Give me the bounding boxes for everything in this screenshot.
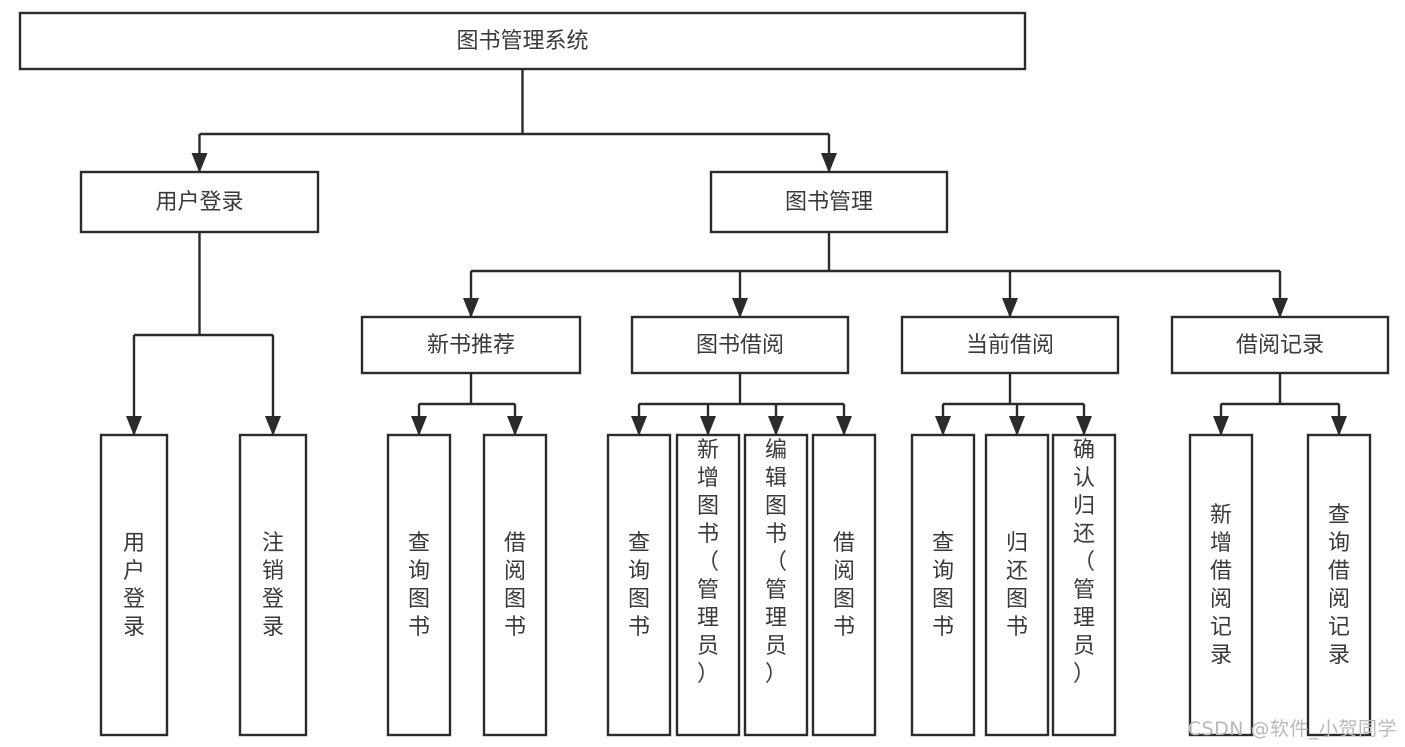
node-box-root: [18, 11, 1027, 71]
node-label-leaf-edit-book: 编辑图书（管理员）: [765, 438, 787, 687]
node-leaf-query-book-current[interactable]: 查询图书: [910, 433, 976, 737]
node-leaf-return-book[interactable]: 归还图书: [984, 433, 1050, 737]
connector-layer: [126, 69, 1347, 436]
node-box-leaf-logout: [238, 433, 308, 737]
node-leaf-confirm-return[interactable]: 确认归还（管理员）: [1051, 433, 1117, 737]
arrow-head-borrow-record: [1272, 298, 1288, 318]
node-root[interactable]: 图书管理系统: [18, 11, 1027, 71]
node-leaf-logout[interactable]: 注销登录: [238, 433, 308, 737]
arrow-head-leaf-add-book: [700, 416, 716, 436]
node-box-book-borrow: [630, 315, 850, 375]
node-box-user-login: [79, 170, 320, 234]
node-box-book-management: [709, 170, 949, 234]
node-book-management[interactable]: 图书管理: [709, 170, 949, 234]
arrow-head-leaf-add-borrow-record: [1213, 416, 1229, 436]
node-layer: 图书管理系统用户登录图书管理新书推荐图书借阅当前借阅借阅记录用户登录注销登录查询…: [18, 11, 1390, 737]
arrow-head-book-borrow: [732, 298, 748, 318]
node-box-leaf-add-book: [675, 433, 741, 737]
node-label-book-management: 图书管理: [785, 190, 873, 215]
arrow-head-leaf-user-login: [126, 416, 142, 436]
node-label-book-borrow: 图书借阅: [696, 333, 784, 358]
node-label-leaf-query-book-current: 查询图书: [932, 531, 954, 640]
node-box-leaf-edit-book: [743, 433, 809, 737]
arrow-head-leaf-confirm-return: [1076, 416, 1092, 436]
node-leaf-query-book-borrow[interactable]: 查询图书: [606, 433, 672, 737]
node-box-leaf-borrow-book: [811, 433, 877, 737]
node-leaf-add-book[interactable]: 新增图书（管理员）: [675, 433, 741, 737]
csdn-watermark: CSDN @软件_小贺同学: [1187, 718, 1397, 740]
node-new-book-recommend[interactable]: 新书推荐: [360, 315, 582, 375]
arrow-head-new-book-recommend: [463, 298, 479, 318]
node-leaf-borrow-book-recommend[interactable]: 借阅图书: [482, 433, 548, 737]
node-leaf-query-borrow-record[interactable]: 查询借阅记录: [1306, 433, 1372, 737]
node-leaf-borrow-book[interactable]: 借阅图书: [811, 433, 877, 737]
node-label-user-login: 用户登录: [155, 190, 243, 215]
arrow-head-leaf-edit-book: [768, 416, 784, 436]
node-box-borrow-record: [1170, 315, 1390, 375]
node-box-leaf-query-book-recommend: [386, 433, 452, 737]
arrow-head-leaf-query-book-borrow: [631, 416, 647, 436]
node-label-new-book-recommend: 新书推荐: [427, 333, 515, 358]
node-borrow-record[interactable]: 借阅记录: [1170, 315, 1390, 375]
arrow-head-current-borrow: [1002, 298, 1018, 318]
node-leaf-user-login[interactable]: 用户登录: [99, 433, 169, 737]
node-box-leaf-confirm-return: [1051, 433, 1117, 737]
node-label-current-borrow: 当前借阅: [966, 333, 1054, 358]
node-box-leaf-query-borrow-record: [1306, 433, 1372, 737]
arrow-head-leaf-query-book-current: [935, 416, 951, 436]
arrow-head-leaf-borrow-book-recommend: [507, 416, 523, 436]
node-label-leaf-confirm-return: 确认归还（管理员）: [1073, 438, 1095, 687]
arrow-head-book-management: [821, 153, 837, 173]
node-label-root: 图书管理系统: [456, 29, 588, 54]
node-label-leaf-borrow-book-recommend: 借阅图书: [504, 531, 526, 640]
node-book-borrow[interactable]: 图书借阅: [630, 315, 850, 375]
node-current-borrow[interactable]: 当前借阅: [900, 315, 1120, 375]
arrow-head-leaf-return-book: [1009, 416, 1025, 436]
node-label-leaf-logout: 注销登录: [262, 531, 284, 640]
node-label-leaf-query-book-borrow: 查询图书: [628, 531, 650, 640]
node-box-leaf-query-book-borrow: [606, 433, 672, 737]
node-label-leaf-user-login: 用户登录: [123, 531, 145, 640]
arrow-head-leaf-query-book-recommend: [411, 416, 427, 436]
node-box-current-borrow: [900, 315, 1120, 375]
node-label-borrow-record: 借阅记录: [1236, 333, 1324, 358]
node-box-leaf-user-login: [99, 433, 169, 737]
node-box-leaf-return-book: [984, 433, 1050, 737]
node-leaf-add-borrow-record[interactable]: 新增借阅记录: [1188, 433, 1254, 737]
node-label-leaf-query-borrow-record: 查询借阅记录: [1328, 503, 1350, 668]
arrow-head-leaf-query-borrow-record: [1331, 416, 1347, 436]
arrow-head-user-login: [191, 153, 208, 173]
node-box-leaf-borrow-book-recommend: [482, 433, 548, 737]
node-label-leaf-add-book: 新增图书（管理员）: [697, 438, 719, 687]
node-box-leaf-query-book-current: [910, 433, 976, 737]
node-user-login[interactable]: 用户登录: [79, 170, 320, 234]
node-leaf-edit-book[interactable]: 编辑图书（管理员）: [743, 433, 809, 737]
node-box-new-book-recommend: [360, 315, 582, 375]
node-leaf-query-book-recommend[interactable]: 查询图书: [386, 433, 452, 737]
node-label-leaf-query-book-recommend: 查询图书: [408, 531, 430, 640]
arrow-head-leaf-borrow-book: [836, 416, 852, 436]
arrow-head-leaf-logout: [265, 416, 281, 436]
node-label-leaf-return-book: 归还图书: [1006, 531, 1028, 640]
node-label-leaf-borrow-book: 借阅图书: [833, 531, 855, 640]
node-label-leaf-add-borrow-record: 新增借阅记录: [1210, 503, 1232, 668]
node-box-leaf-add-borrow-record: [1188, 433, 1254, 737]
